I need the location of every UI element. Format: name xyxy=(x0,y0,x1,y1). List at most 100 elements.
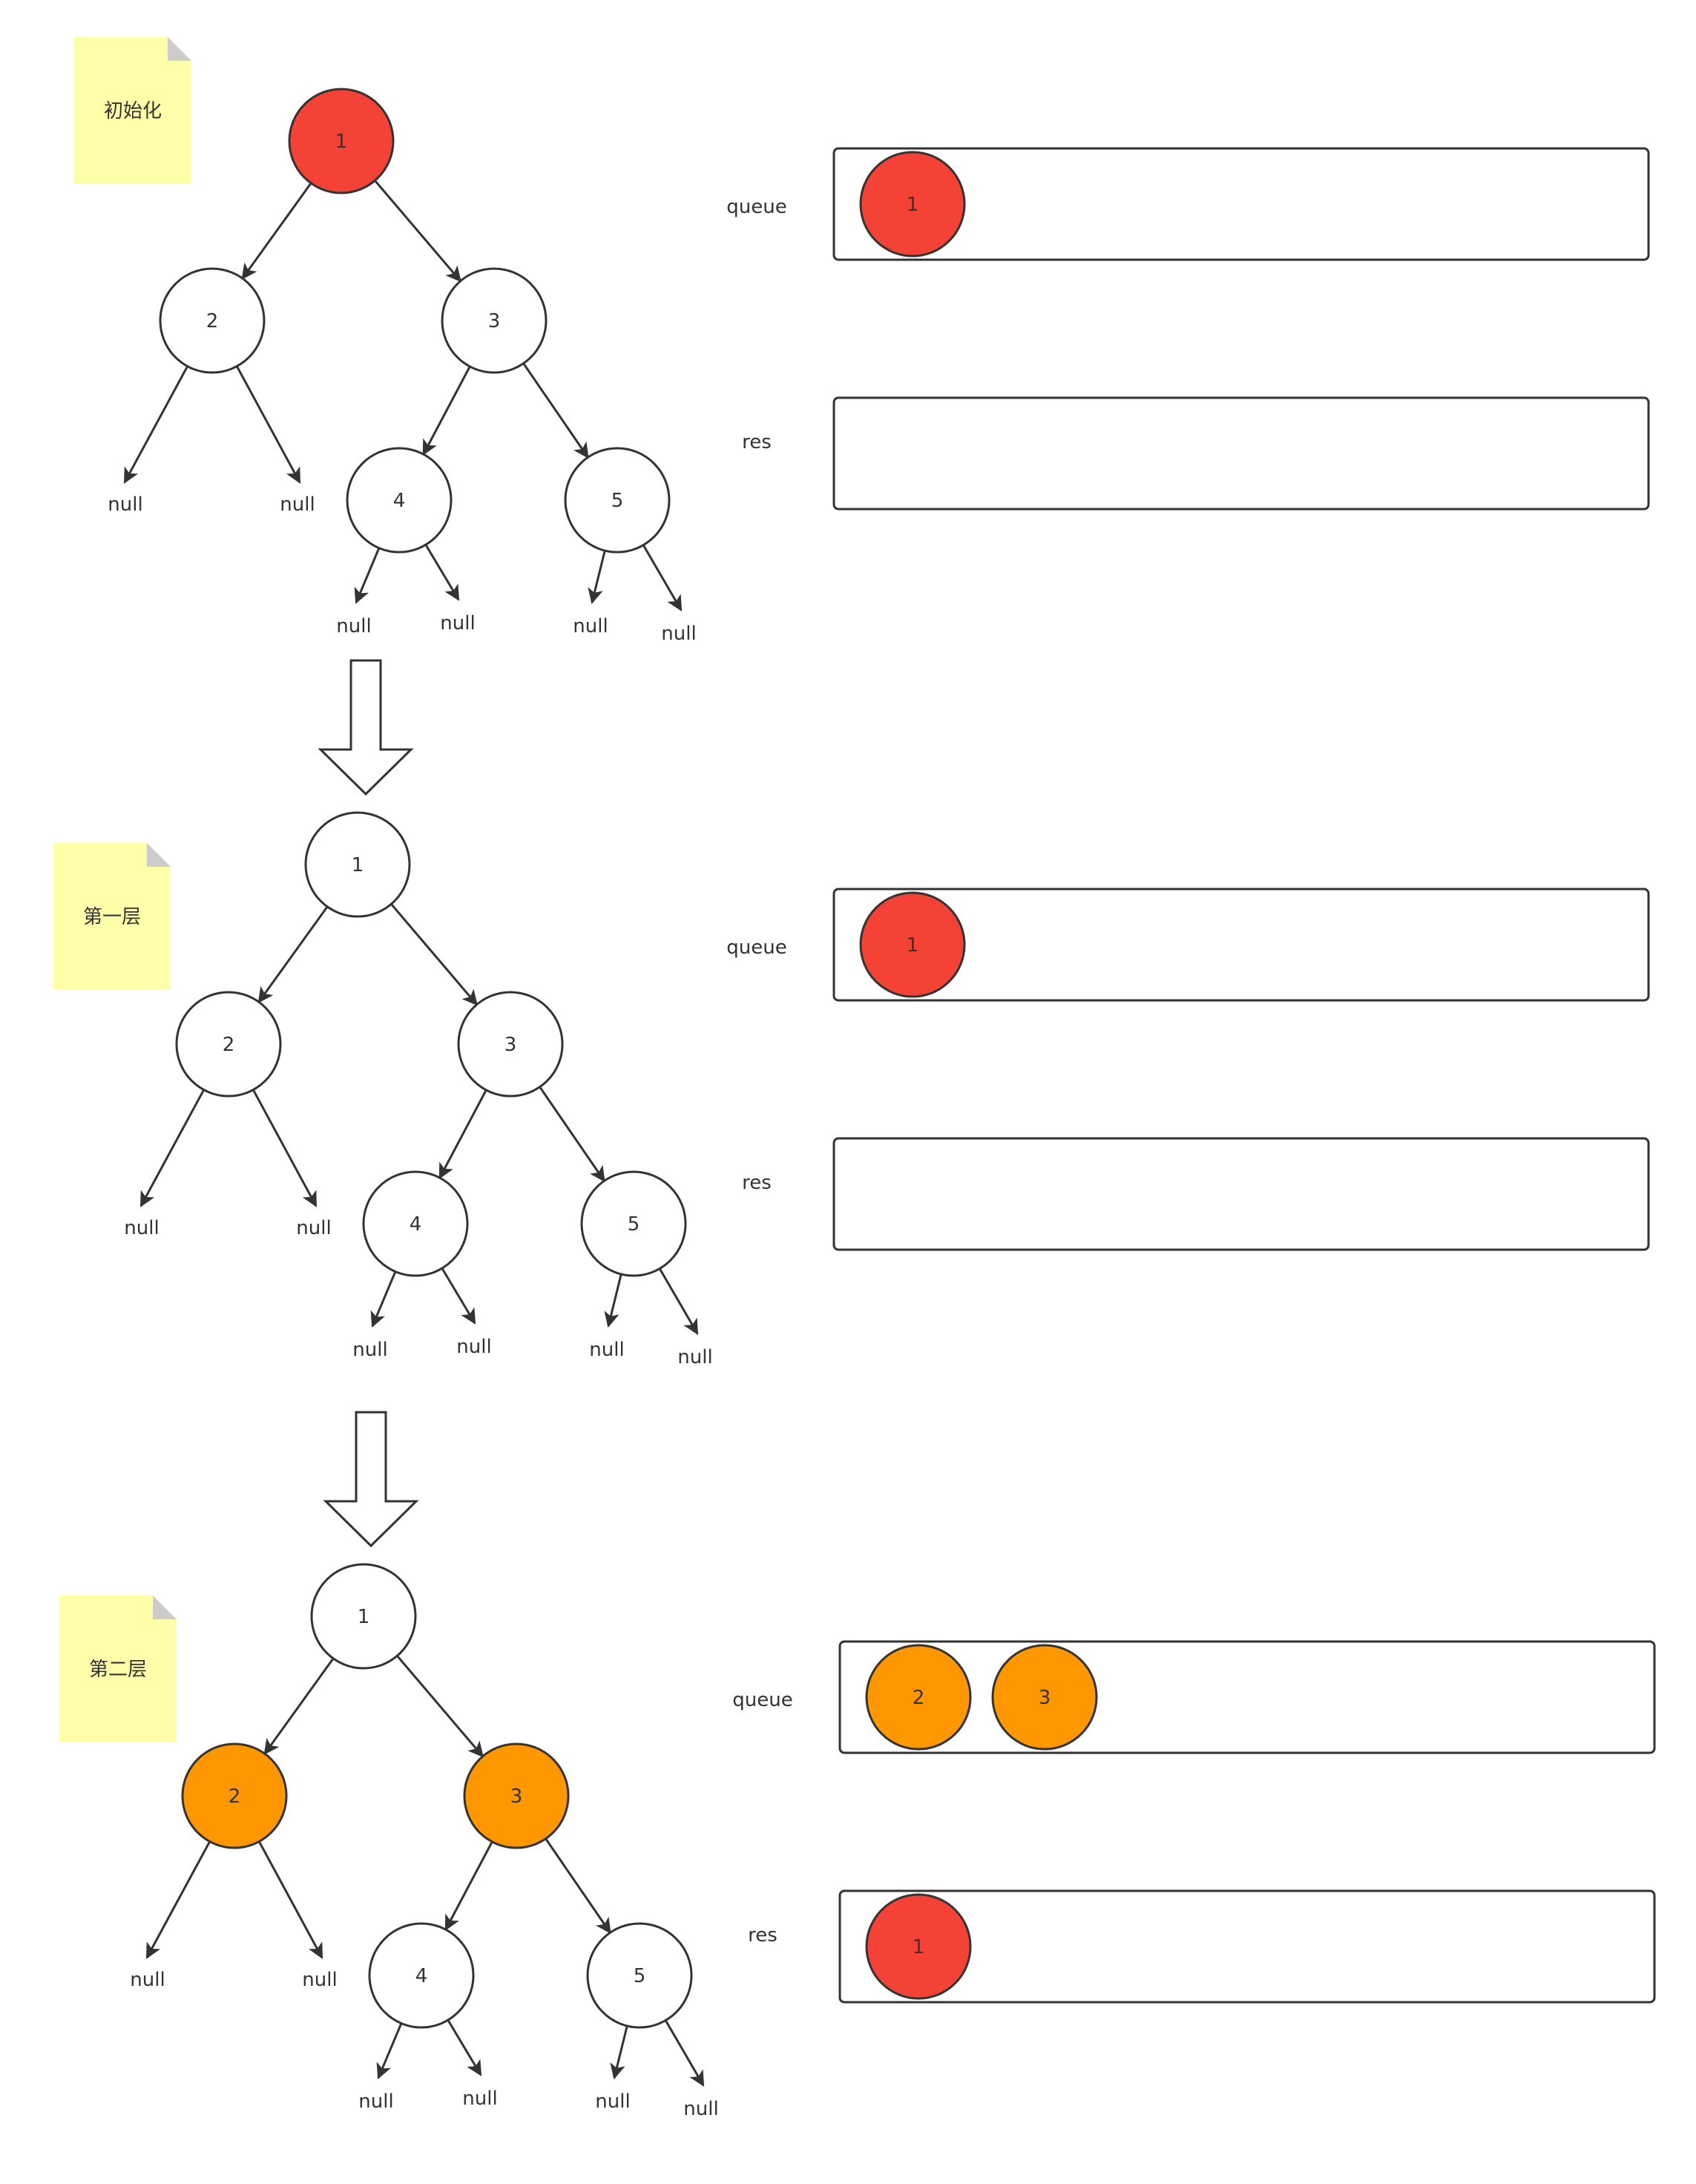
note-paper xyxy=(59,1596,177,1742)
tree-node-2: 2 xyxy=(159,267,266,374)
tree-node-5: 5 xyxy=(586,1922,693,2029)
queue-label: queue xyxy=(726,937,786,959)
queue-item-2: 2 xyxy=(865,1644,972,1751)
res-box xyxy=(832,1137,1650,1251)
tree-node-3-circle xyxy=(441,267,548,374)
tree-node-5-label: 5 xyxy=(611,490,624,512)
note-fold xyxy=(168,37,191,61)
tree-edge xyxy=(257,905,329,1003)
tree-edge xyxy=(545,1837,611,1935)
res-box xyxy=(838,1889,1656,2004)
tree-node-4: 4 xyxy=(368,1922,475,2029)
res-item-1-label: 1 xyxy=(913,1936,925,1958)
queue-item-3-circle xyxy=(991,1644,1098,1751)
queue-box xyxy=(832,147,1650,261)
tree-node-1: 1 xyxy=(288,88,395,194)
res-box xyxy=(832,396,1650,511)
null-edge xyxy=(664,2019,705,2087)
tree-node-1: 1 xyxy=(304,811,411,918)
tree-edge xyxy=(241,182,312,280)
res-panel: res xyxy=(742,1137,1650,1251)
tree-node-4: 4 xyxy=(362,1170,469,1277)
tree-node-5-circle xyxy=(564,447,671,554)
note-fold xyxy=(147,843,171,867)
tree-node-5: 5 xyxy=(580,1170,687,1277)
tree-edge xyxy=(396,1655,484,1758)
null-edge xyxy=(447,2019,482,2076)
queue-item-3-label: 3 xyxy=(1039,1687,1051,1709)
null-edge xyxy=(424,544,460,601)
tree-node-1-circle xyxy=(288,88,395,194)
tree-edge xyxy=(422,366,471,456)
tree-edge xyxy=(263,1657,335,1755)
transition-arrow-1 xyxy=(318,659,414,796)
null-label: null xyxy=(573,615,608,637)
null-label: null xyxy=(589,1339,624,1361)
null-label: null xyxy=(595,2090,630,2113)
tree-node-1: 1 xyxy=(310,1563,417,1670)
queue-item-1-label: 1 xyxy=(907,934,919,957)
tree-node-5-circle xyxy=(580,1170,687,1277)
null-label: null xyxy=(124,1217,159,1239)
res-item-1: 1 xyxy=(865,1893,972,2000)
null-edge xyxy=(145,1840,211,1959)
null-label: null xyxy=(462,2088,497,2110)
null-label: null xyxy=(683,2098,718,2120)
null-edge xyxy=(236,365,301,484)
tree-node-1-circle xyxy=(304,811,411,918)
null-edge xyxy=(258,1840,323,1959)
note-text: 初始化 xyxy=(104,100,162,122)
null-label: null xyxy=(440,612,475,634)
note-fold xyxy=(153,1596,177,1619)
tree-node-5: 5 xyxy=(564,447,671,554)
tree-node-3: 3 xyxy=(441,267,548,374)
tree-node-2-circle xyxy=(159,267,266,374)
tree-node-4-label: 4 xyxy=(410,1213,422,1236)
null-label: null xyxy=(108,493,142,516)
tree-node-1-label: 1 xyxy=(335,131,348,153)
null-edge xyxy=(252,1089,318,1207)
tree-node-3: 3 xyxy=(457,991,564,1098)
null-edge xyxy=(139,1089,205,1207)
stage-note: 第二层 xyxy=(59,1596,177,1742)
tree-edge xyxy=(539,1086,605,1183)
tree-node-3-circle xyxy=(463,1742,570,1849)
queue-panel: queue 1 xyxy=(726,888,1650,1002)
tree-node-2: 2 xyxy=(175,991,282,1098)
null-label: null xyxy=(661,623,696,645)
tree-node-5-circle xyxy=(586,1922,693,2029)
tree-node-3-label: 3 xyxy=(488,310,501,332)
tree-node-2-label: 2 xyxy=(223,1034,235,1056)
tree-node-1-label: 1 xyxy=(352,854,364,876)
tree-node-4-circle xyxy=(368,1922,475,2029)
queue-box xyxy=(832,888,1650,1002)
null-label: null xyxy=(456,1336,491,1358)
tree-node-2: 2 xyxy=(181,1742,288,1849)
tree-node-4-circle xyxy=(362,1170,469,1277)
null-label: null xyxy=(302,1969,337,1991)
tree-node-1-circle xyxy=(310,1563,417,1670)
note-paper xyxy=(74,37,191,184)
null-edge xyxy=(354,547,381,604)
null-label: null xyxy=(677,1346,712,1368)
tree-edge xyxy=(444,1841,493,1931)
null-label: null xyxy=(280,493,315,516)
tree-node-3-label: 3 xyxy=(510,1785,523,1808)
null-edge xyxy=(604,1273,622,1328)
null-edge xyxy=(642,544,683,611)
null-label: null xyxy=(130,1969,165,1991)
tree-edge xyxy=(522,362,589,459)
null-edge xyxy=(441,1268,476,1325)
tree-node-3-circle xyxy=(457,991,564,1098)
queue-item-1-label: 1 xyxy=(907,194,919,216)
null-edge xyxy=(123,365,188,484)
queue-item-1: 1 xyxy=(859,891,966,998)
queue-label: queue xyxy=(732,1689,792,1711)
transition-arrow-2 xyxy=(323,1411,419,1548)
queue-panel: queue 2 3 xyxy=(732,1640,1656,1754)
